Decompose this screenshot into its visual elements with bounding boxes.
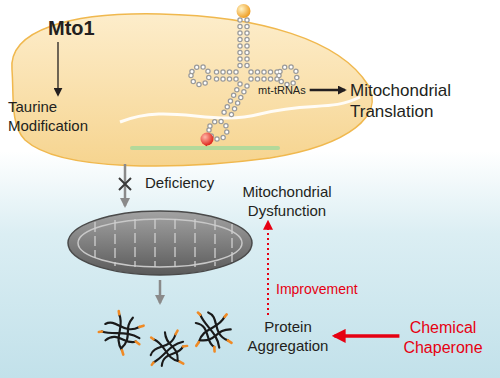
molecule-label: mt-tRNAs (258, 84, 306, 98)
node-text: Mitochondrial Dysfunction (242, 183, 331, 219)
condition-label: Deficiency (145, 174, 214, 193)
text-block: Mitochondrial Dysfunction (222, 183, 352, 221)
node-text: mt-tRNAs (258, 84, 306, 96)
block-cross (119, 178, 131, 190)
text-block: Protein Aggregation (228, 318, 348, 356)
connector-arrow (334, 334, 399, 338)
label-text: Deficiency (145, 174, 214, 191)
process-label: Taurine Modification (8, 98, 108, 136)
outcome-label: Protein Aggregation (228, 318, 348, 356)
mitochondrion-healthy (12, 14, 372, 166)
outcome-label: Mitochondrial Dysfunction (222, 183, 352, 221)
node-text: Mitochondrial Translation (350, 81, 451, 121)
connector-arrow (310, 89, 345, 92)
trna-fill (191, 20, 297, 139)
protein-aggregate (182, 301, 240, 359)
text-block: mt-tRNAs (258, 84, 306, 98)
treatment-label: Chemical Chaperone (393, 318, 493, 358)
edge-label-text: Improvement (276, 281, 358, 297)
inner-membrane (120, 97, 360, 122)
node-text: Taurine Modification (8, 98, 88, 134)
mitochondrion-damaged (68, 211, 252, 275)
connector-arrow (57, 42, 58, 95)
gene-label: Mto1 (48, 16, 95, 41)
amino-acid-ball (237, 4, 251, 18)
node-text: Chemical Chaperone (403, 319, 482, 356)
mrna-strand (130, 146, 280, 150)
protein-aggregate (139, 323, 195, 378)
connector-arrow (267, 222, 269, 315)
node-text: Mto1 (48, 17, 95, 39)
aggregation-arrow (159, 280, 162, 303)
process-label: Mitochondrial Translation (350, 80, 475, 123)
node-text: Protein Aggregation (248, 318, 329, 354)
text-block: Mitochondrial Translation (350, 80, 475, 123)
inner-membrane-damaged (78, 219, 242, 267)
text-block: Mto1 (48, 16, 95, 41)
protein-aggregate (96, 308, 146, 357)
edge-label: Improvement (276, 281, 358, 299)
text-block: Taurine Modification (8, 98, 108, 136)
taurine-ball (201, 133, 214, 146)
text-block: Chemical Chaperone (393, 318, 493, 358)
cristae (95, 219, 232, 267)
trna-outline (191, 20, 297, 139)
